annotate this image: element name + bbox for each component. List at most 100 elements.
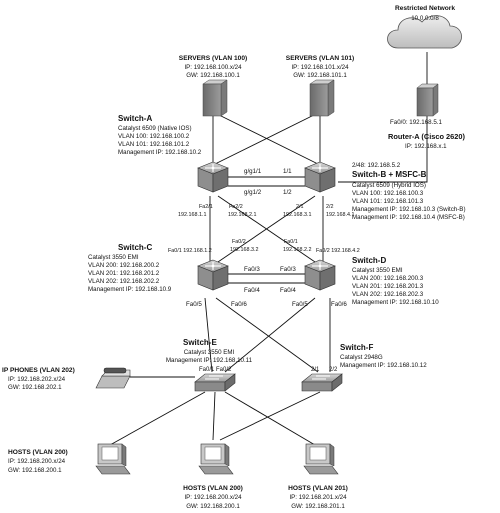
link-e-host-right: [224, 391, 316, 446]
switch-a-model: Catalyst 6509 (Native IOS): [118, 125, 192, 132]
switch-c-vlan202: VLAN 202: 192.168.202.2: [88, 278, 160, 285]
port-label: Fa0/4: [280, 287, 296, 294]
switch-c-vlan200: VLAN 200: 192.168.200.2: [88, 262, 160, 269]
link-e-host-left: [109, 391, 206, 446]
port-label: Fa0/3: [280, 266, 296, 273]
switch-e-mgmt: Management IP: 192.168.10.11: [165, 357, 253, 364]
port-label: 192.168.3.2: [230, 247, 259, 253]
switch-a-title: Switch-A: [118, 114, 153, 123]
port-label: Fa0/4: [244, 287, 260, 294]
ip-phones-title: IP PHONES (VLAN 202): [2, 367, 75, 374]
link-e-host-mid: [212, 391, 216, 441]
hosts-left-ip: IP: 192.168.200.x/24: [8, 458, 66, 465]
switch-d-vlan200: VLAN 200: 192.168.200.3: [352, 275, 424, 282]
hosts-mid-title: HOSTS (VLAN 200): [183, 485, 243, 492]
port-label: Fa0/5: [292, 301, 308, 308]
port-label: Fa2/1: [199, 204, 213, 210]
server-icon: [309, 79, 335, 117]
switch-b-vlan101: VLAN 101: 192.168.101.3: [352, 198, 424, 205]
port-label: Fa0/2 192.168.4.2: [316, 248, 360, 254]
switch-a-vlan101: VLAN 101: 192.168.101.2: [118, 141, 190, 148]
port-label: Fa0/1 192.168.1.2: [168, 248, 212, 254]
port-label: Fa0/6: [331, 301, 347, 308]
port-label: 2/1: [296, 204, 304, 210]
switch-a-mgmt: Management IP: 192.168.10.2: [118, 149, 202, 156]
pc-icon: [95, 443, 131, 475]
servers-100-ip: IP: 192.168.100.x/24: [184, 64, 242, 71]
link-server101-switch-a: [212, 111, 321, 166]
switch-f-mgmt: Management IP: 192.168.10.12: [340, 362, 427, 369]
switch-d-mgmt: Management IP: 192.168.10.10: [352, 299, 439, 306]
ip-phones-gw: GW: 192.168.202.1: [8, 384, 62, 391]
port-label: Fa2/2: [229, 204, 243, 210]
hosts-mid-gw: GW: 192.168.200.1: [186, 503, 240, 510]
switch-a-icon: [197, 161, 229, 193]
servers-101-title: SERVERS (VLAN 101): [285, 55, 355, 62]
port-label: 2/2: [329, 367, 338, 373]
link-b-c: [214, 195, 316, 265]
ip-phone-icon: [95, 367, 131, 389]
pcs: [95, 443, 339, 475]
link-d-e: [224, 297, 316, 373]
switch-b-icon: [304, 161, 336, 193]
router-a-ip: IP: 192.168.x.1: [405, 143, 447, 150]
switch-f-model: Catalyst 2948G: [340, 354, 383, 361]
port-label: g/g1/1: [244, 168, 262, 175]
switch-d-model: Catalyst 3550 EMI: [352, 267, 403, 274]
servers-101-ip: IP: 192.168.101.x/24: [291, 64, 349, 71]
switch-b-model: Catalyst 6509 (Hybrid IOS): [352, 182, 426, 189]
port-label: Fa0/6: [231, 301, 247, 308]
pc-icon: [303, 443, 339, 475]
switch-c-mgmt: Management IP: 192.168.10.9: [88, 286, 172, 293]
port-label: g/g1/2: [244, 189, 262, 196]
hosts-left-title: HOSTS (VLAN 200): [8, 449, 68, 456]
servers-101-gw: GW: 192.168.101.1: [293, 72, 347, 79]
switch-d-vlan201: VLAN 201: 192.168.201.3: [352, 283, 424, 290]
switch-b-title: Switch-B + MSFC-B: [352, 170, 427, 179]
port-label: 1/1: [283, 168, 292, 175]
link-c-f: [215, 297, 319, 373]
port-label: 192.168.1.1: [178, 212, 207, 218]
switch-b-mgmt1: Management IP: 192.168.10.3 (Switch-B): [352, 206, 466, 213]
servers-100-title: SERVERS (VLAN 100): [178, 55, 248, 62]
links: [109, 52, 428, 446]
hosts-right-gw: GW: 192.168.201.1: [291, 503, 345, 510]
switch-a-vlan100: VLAN 100: 192.168.100.2: [118, 133, 190, 140]
link-router-switch-b: [338, 116, 428, 183]
router-icon: [416, 83, 439, 117]
switch-b-vlan100: VLAN 100: 192.168.100.3: [352, 190, 424, 197]
switch-d-vlan202: VLAN 202: 192.168.202.3: [352, 291, 424, 298]
pc-icon: [198, 443, 234, 475]
port-label: Fa0/2: [232, 239, 246, 245]
l2-switches: [194, 373, 343, 392]
restricted-network-subnet: 10.0.0.0/8: [411, 15, 439, 22]
router-a-title: Router-A (Cisco 2620): [388, 132, 465, 141]
servers-100-gw: GW: 192.168.100.1: [186, 72, 240, 79]
restricted-network-title: Restricted Network: [394, 5, 456, 12]
port-label: 2/1: [311, 367, 320, 373]
port-label: 192.168.2.1: [228, 212, 257, 218]
port-label: 192.168.2.2: [283, 247, 312, 253]
port-label: Fa0/2: [216, 367, 232, 373]
switch-c-model: Catalyst 3550 EMI: [88, 254, 139, 261]
switch-f-icon: [301, 373, 343, 392]
port-label: 192.168.3.1: [283, 212, 312, 218]
link-f-host-mid: [219, 391, 321, 441]
ip-phones-ip: IP: 192.168.202.x/24: [8, 376, 66, 383]
hosts-right-title: HOSTS (VLAN 201): [288, 485, 348, 492]
switch-d-icon: [304, 259, 336, 291]
hosts-left-gw: GW: 192.168.200.1: [8, 467, 62, 474]
hosts-mid-ip: IP: 192.168.200.x/24: [184, 494, 242, 501]
switch-d-title: Switch-D: [352, 256, 387, 265]
switch-c-icon: [197, 259, 229, 291]
switch-b-port-ip: 2/48: 192.168.5.2: [352, 162, 401, 169]
port-label: Fa0/1: [284, 239, 298, 245]
l3-switches: [197, 161, 336, 291]
switch-e-title: Switch-E: [183, 338, 217, 347]
port-label: 192.168.4.1: [326, 212, 355, 218]
port-label: Fa0/3: [244, 266, 260, 273]
port-label: Fa0/5: [186, 301, 202, 308]
switch-e-model: Catalyst 3550 EMI: [183, 349, 235, 356]
switch-e-icon: [194, 373, 236, 392]
